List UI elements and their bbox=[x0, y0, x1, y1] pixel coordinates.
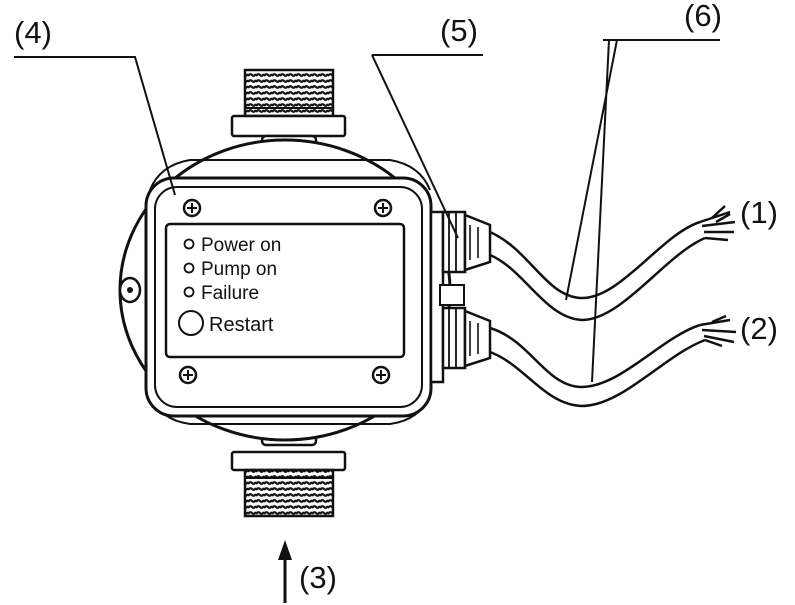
callout-6: (6) bbox=[684, 0, 722, 33]
upper-cable bbox=[489, 205, 736, 322]
lower-cable-gland bbox=[441, 306, 492, 370]
callout-5: (5) bbox=[440, 13, 478, 48]
flow-direction-arrow-icon bbox=[278, 540, 292, 603]
leader-lines bbox=[14, 39, 720, 383]
lower-cable bbox=[489, 314, 737, 408]
leader-4 bbox=[14, 56, 176, 196]
cover-screws bbox=[178, 198, 393, 385]
callout-3: (3) bbox=[299, 560, 337, 595]
failure-label: Failure bbox=[201, 283, 259, 304]
restart-label: Restart bbox=[209, 314, 274, 336]
pump-led-icon bbox=[183, 262, 195, 274]
cover-screw-icon bbox=[371, 365, 391, 385]
power-led-icon bbox=[183, 238, 195, 250]
control-panel: Power on Pump on Failure Restart bbox=[164, 222, 406, 359]
power-on-label: Power on bbox=[201, 235, 281, 256]
callout-1: (1) bbox=[740, 195, 778, 230]
leader-6 bbox=[565, 39, 720, 383]
cover-screw-icon bbox=[178, 365, 198, 385]
leader-5 bbox=[371, 54, 483, 239]
failure-led-icon bbox=[183, 286, 195, 298]
cables bbox=[489, 205, 737, 408]
cable-glands bbox=[429, 210, 492, 384]
restart-button[interactable] bbox=[178, 310, 204, 336]
cover-screw-icon bbox=[182, 198, 202, 218]
callout-2: (2) bbox=[740, 311, 778, 346]
callout-4: (4) bbox=[14, 15, 52, 50]
cover-screw-icon bbox=[373, 198, 393, 218]
upper-cable-gland bbox=[441, 210, 492, 274]
pump-on-label: Pump on bbox=[201, 259, 277, 280]
